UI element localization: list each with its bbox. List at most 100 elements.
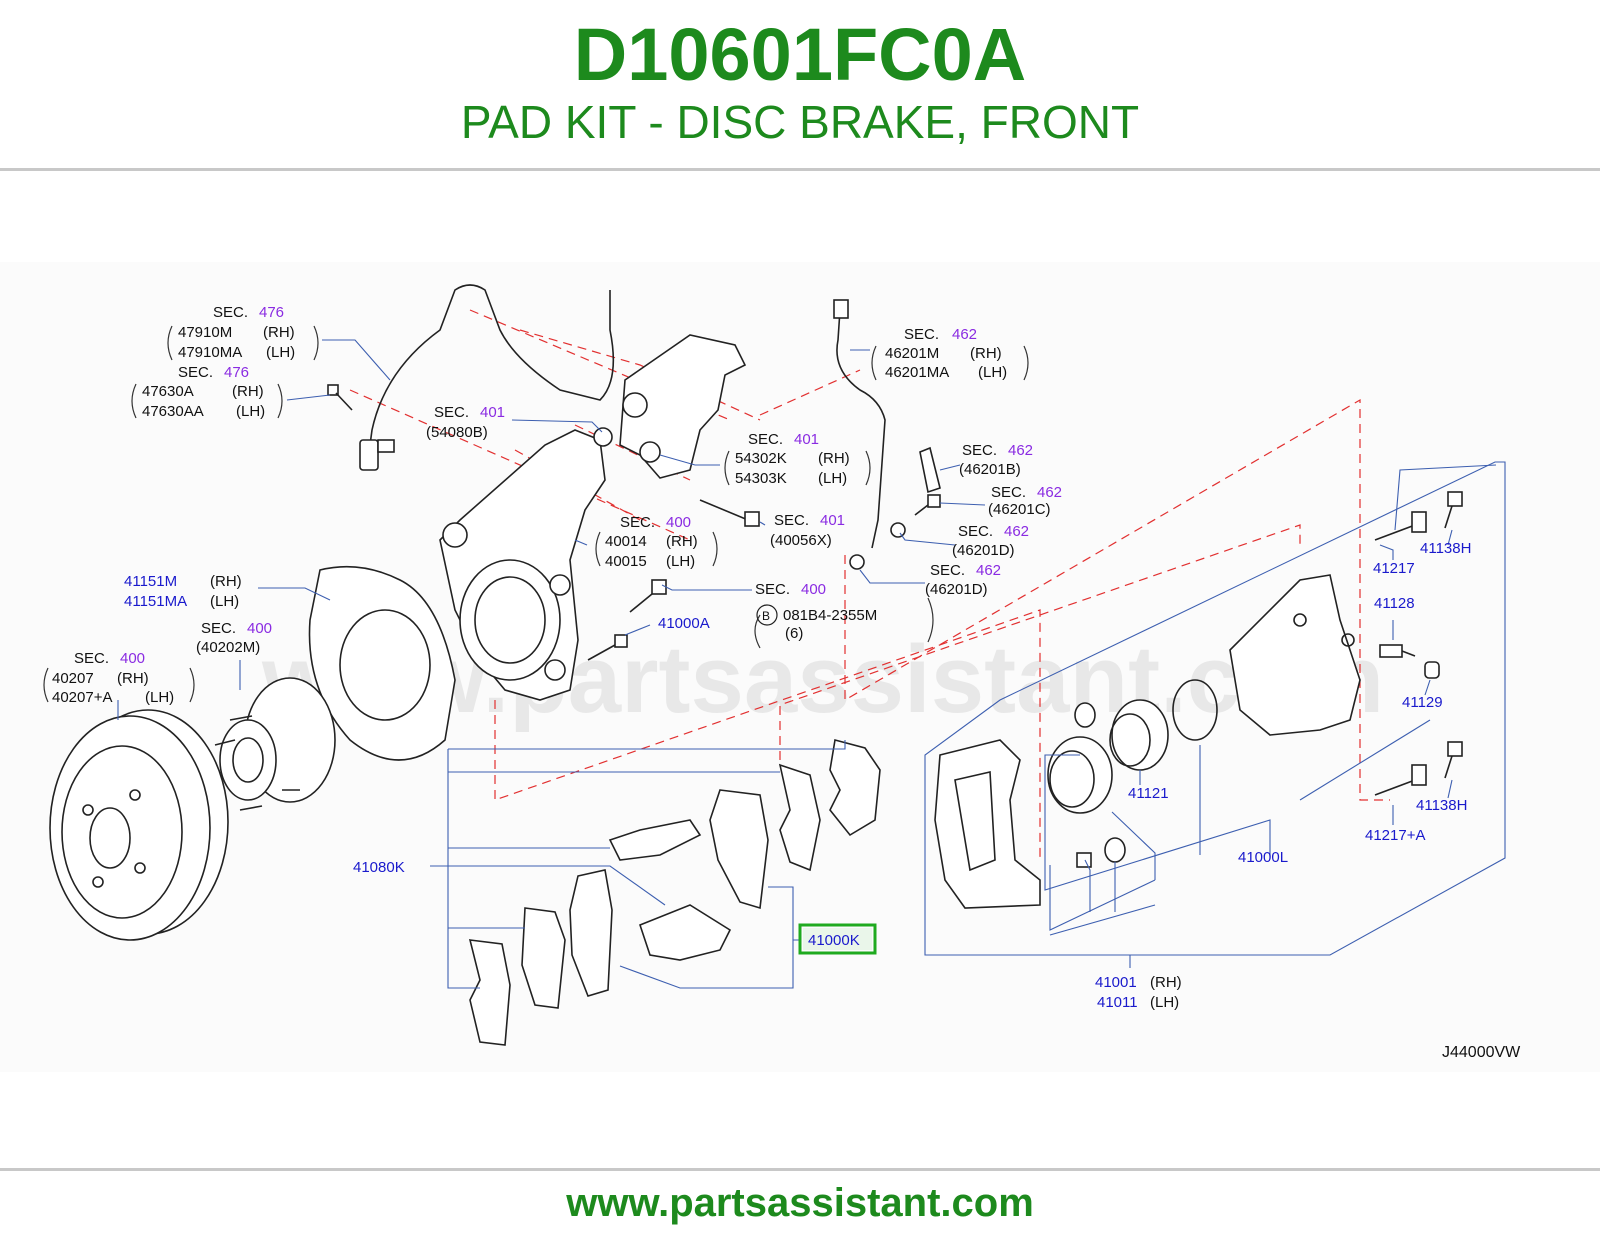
sec-462-ref[interactable]: 462 xyxy=(952,326,977,343)
part-41138h[interactable]: 41138H xyxy=(1420,540,1471,557)
part-41138h-2[interactable]: 41138H xyxy=(1416,797,1467,814)
part-41000a[interactable]: 41000A xyxy=(658,615,710,632)
lh-tag: (LH) xyxy=(978,364,1007,381)
part-41121[interactable]: 41121 xyxy=(1128,785,1169,802)
rh-tag: (RH) xyxy=(117,670,149,687)
sec-401-ref-2[interactable]: 401 xyxy=(794,431,819,448)
part-41217a[interactable]: 41217+A xyxy=(1365,827,1425,844)
dust-shield-hole xyxy=(339,609,431,721)
sec-label: SEC. xyxy=(930,562,965,579)
part-41000l[interactable]: 41000L xyxy=(1238,849,1288,866)
anti-rattle-clip xyxy=(639,904,732,961)
part-41001[interactable]: 41001 xyxy=(1095,974,1137,991)
part-40056x[interactable]: (40056X) xyxy=(770,532,832,549)
piston-seal-ring xyxy=(1172,679,1218,741)
sec-label: SEC. xyxy=(434,404,469,421)
part-54302k[interactable]: 54302K xyxy=(735,450,787,467)
sensor-bolt-icon xyxy=(327,384,353,411)
sec-462-ref-3[interactable]: 462 xyxy=(1037,484,1062,501)
part-47630aa[interactable]: 47630AA xyxy=(142,403,204,420)
part-41128[interactable]: 41128 xyxy=(1374,595,1415,612)
part-54080b[interactable]: (54080B) xyxy=(426,424,488,441)
knuckle-hole xyxy=(549,574,571,596)
part-46201m[interactable]: 46201M xyxy=(885,345,939,362)
sec-400-ref[interactable]: 400 xyxy=(666,514,691,531)
hose-fitting xyxy=(833,299,849,319)
sec-label: SEC. xyxy=(620,514,655,531)
sec-label: SEC. xyxy=(958,523,993,540)
part-41217[interactable]: 41217 xyxy=(1373,560,1415,577)
washer-46201d-icon-2 xyxy=(849,554,865,570)
abs-sensor-tab xyxy=(377,439,395,453)
part-46201d-2[interactable]: (46201D) xyxy=(925,581,988,598)
part-40015[interactable]: 40015 xyxy=(605,553,647,570)
brake-hose xyxy=(836,309,886,549)
shim-outer-2 xyxy=(468,939,511,1046)
knuckle-bore-inner xyxy=(474,576,546,664)
leader-lines xyxy=(117,339,1506,989)
bleeder-41128-icon xyxy=(1379,644,1416,658)
reference-b-marker xyxy=(756,604,778,626)
sec-462-ref-5[interactable]: 462 xyxy=(976,562,1001,579)
part-41000k[interactable]: 41000K xyxy=(808,932,860,949)
footer-divider xyxy=(0,1168,1600,1171)
sec-401-ref[interactable]: 401 xyxy=(480,404,505,421)
knuckle-top-boss xyxy=(442,522,468,548)
highlight-fill xyxy=(803,928,872,950)
lh-tag: (LH) xyxy=(266,344,295,361)
rh-tag: (RH) xyxy=(1150,974,1182,991)
sec-476-ref-2[interactable]: 476 xyxy=(224,364,249,381)
caliper-bracket xyxy=(934,739,1041,909)
caliper-bolt-hole xyxy=(1293,613,1307,627)
sec-476-ref[interactable]: 476 xyxy=(259,304,284,321)
brake-rotor xyxy=(49,709,229,941)
part-41080k[interactable]: 41080K xyxy=(353,859,405,876)
sec-label: SEC. xyxy=(991,484,1026,501)
sec-label: SEC. xyxy=(178,364,213,381)
sec-400-ref-4[interactable]: 400 xyxy=(801,581,826,598)
part-46201b[interactable]: (46201B) xyxy=(959,461,1021,478)
bolt-41000a-icon xyxy=(587,634,628,661)
sec-462-ref-2[interactable]: 462 xyxy=(1008,442,1033,459)
sec-label: SEC. xyxy=(755,581,790,598)
sec-462-ref-4[interactable]: 462 xyxy=(1004,523,1029,540)
part-41151m[interactable]: 41151M xyxy=(124,573,177,590)
part-46201d[interactable]: (46201D) xyxy=(952,542,1015,559)
diagram-code: J44000VW xyxy=(1442,1044,1521,1061)
part-40207[interactable]: 40207 xyxy=(52,670,94,687)
part-40014[interactable]: 40014 xyxy=(605,533,647,550)
lh-tag: (LH) xyxy=(666,553,695,570)
part-41011[interactable]: 41011 xyxy=(1097,994,1138,1011)
shim-inner xyxy=(778,763,821,872)
part-40207a[interactable]: 40207+A xyxy=(52,689,112,706)
part-47910ma[interactable]: 47910MA xyxy=(178,344,242,361)
part-41151ma[interactable]: 41151MA xyxy=(124,593,187,610)
quantity-label: (6) xyxy=(785,625,803,642)
part-47910m[interactable]: 47910M xyxy=(178,324,232,341)
bolt-41138h-icon xyxy=(1444,491,1463,529)
lh-tag: (LH) xyxy=(210,593,239,610)
site-url-footer[interactable]: www.partsassistant.com xyxy=(566,1181,1034,1225)
sec-label: SEC. xyxy=(213,304,248,321)
part-47630a[interactable]: 47630A xyxy=(142,383,194,400)
bracket-hole xyxy=(622,392,648,418)
pin-boot-icon-2 xyxy=(1104,837,1126,863)
part-40202m[interactable]: (40202M) xyxy=(196,639,260,656)
rh-tag: (RH) xyxy=(666,533,698,550)
rh-tag: (RH) xyxy=(263,324,295,341)
hub-bearing xyxy=(214,677,336,811)
sec-401-ref-3[interactable]: 401 xyxy=(820,512,845,529)
part-081b4-2355m[interactable]: 081B4-2355M xyxy=(783,607,877,624)
part-46201ma[interactable]: 46201MA xyxy=(885,364,949,381)
sec-400-ref-3[interactable]: 400 xyxy=(120,650,145,667)
sec-400-ref-2[interactable]: 400 xyxy=(247,620,272,637)
label-brackets xyxy=(43,325,1029,703)
header-divider xyxy=(0,168,1600,171)
part-41129[interactable]: 41129 xyxy=(1402,694,1443,711)
sec-label: SEC. xyxy=(774,512,809,529)
part-46201c[interactable]: (46201C) xyxy=(988,501,1051,518)
part-54303k[interactable]: 54303K xyxy=(735,470,787,487)
highlight-box xyxy=(798,923,877,955)
pin-boot-icon xyxy=(1074,702,1096,728)
bleeder-cap-41129-icon xyxy=(1424,661,1440,679)
